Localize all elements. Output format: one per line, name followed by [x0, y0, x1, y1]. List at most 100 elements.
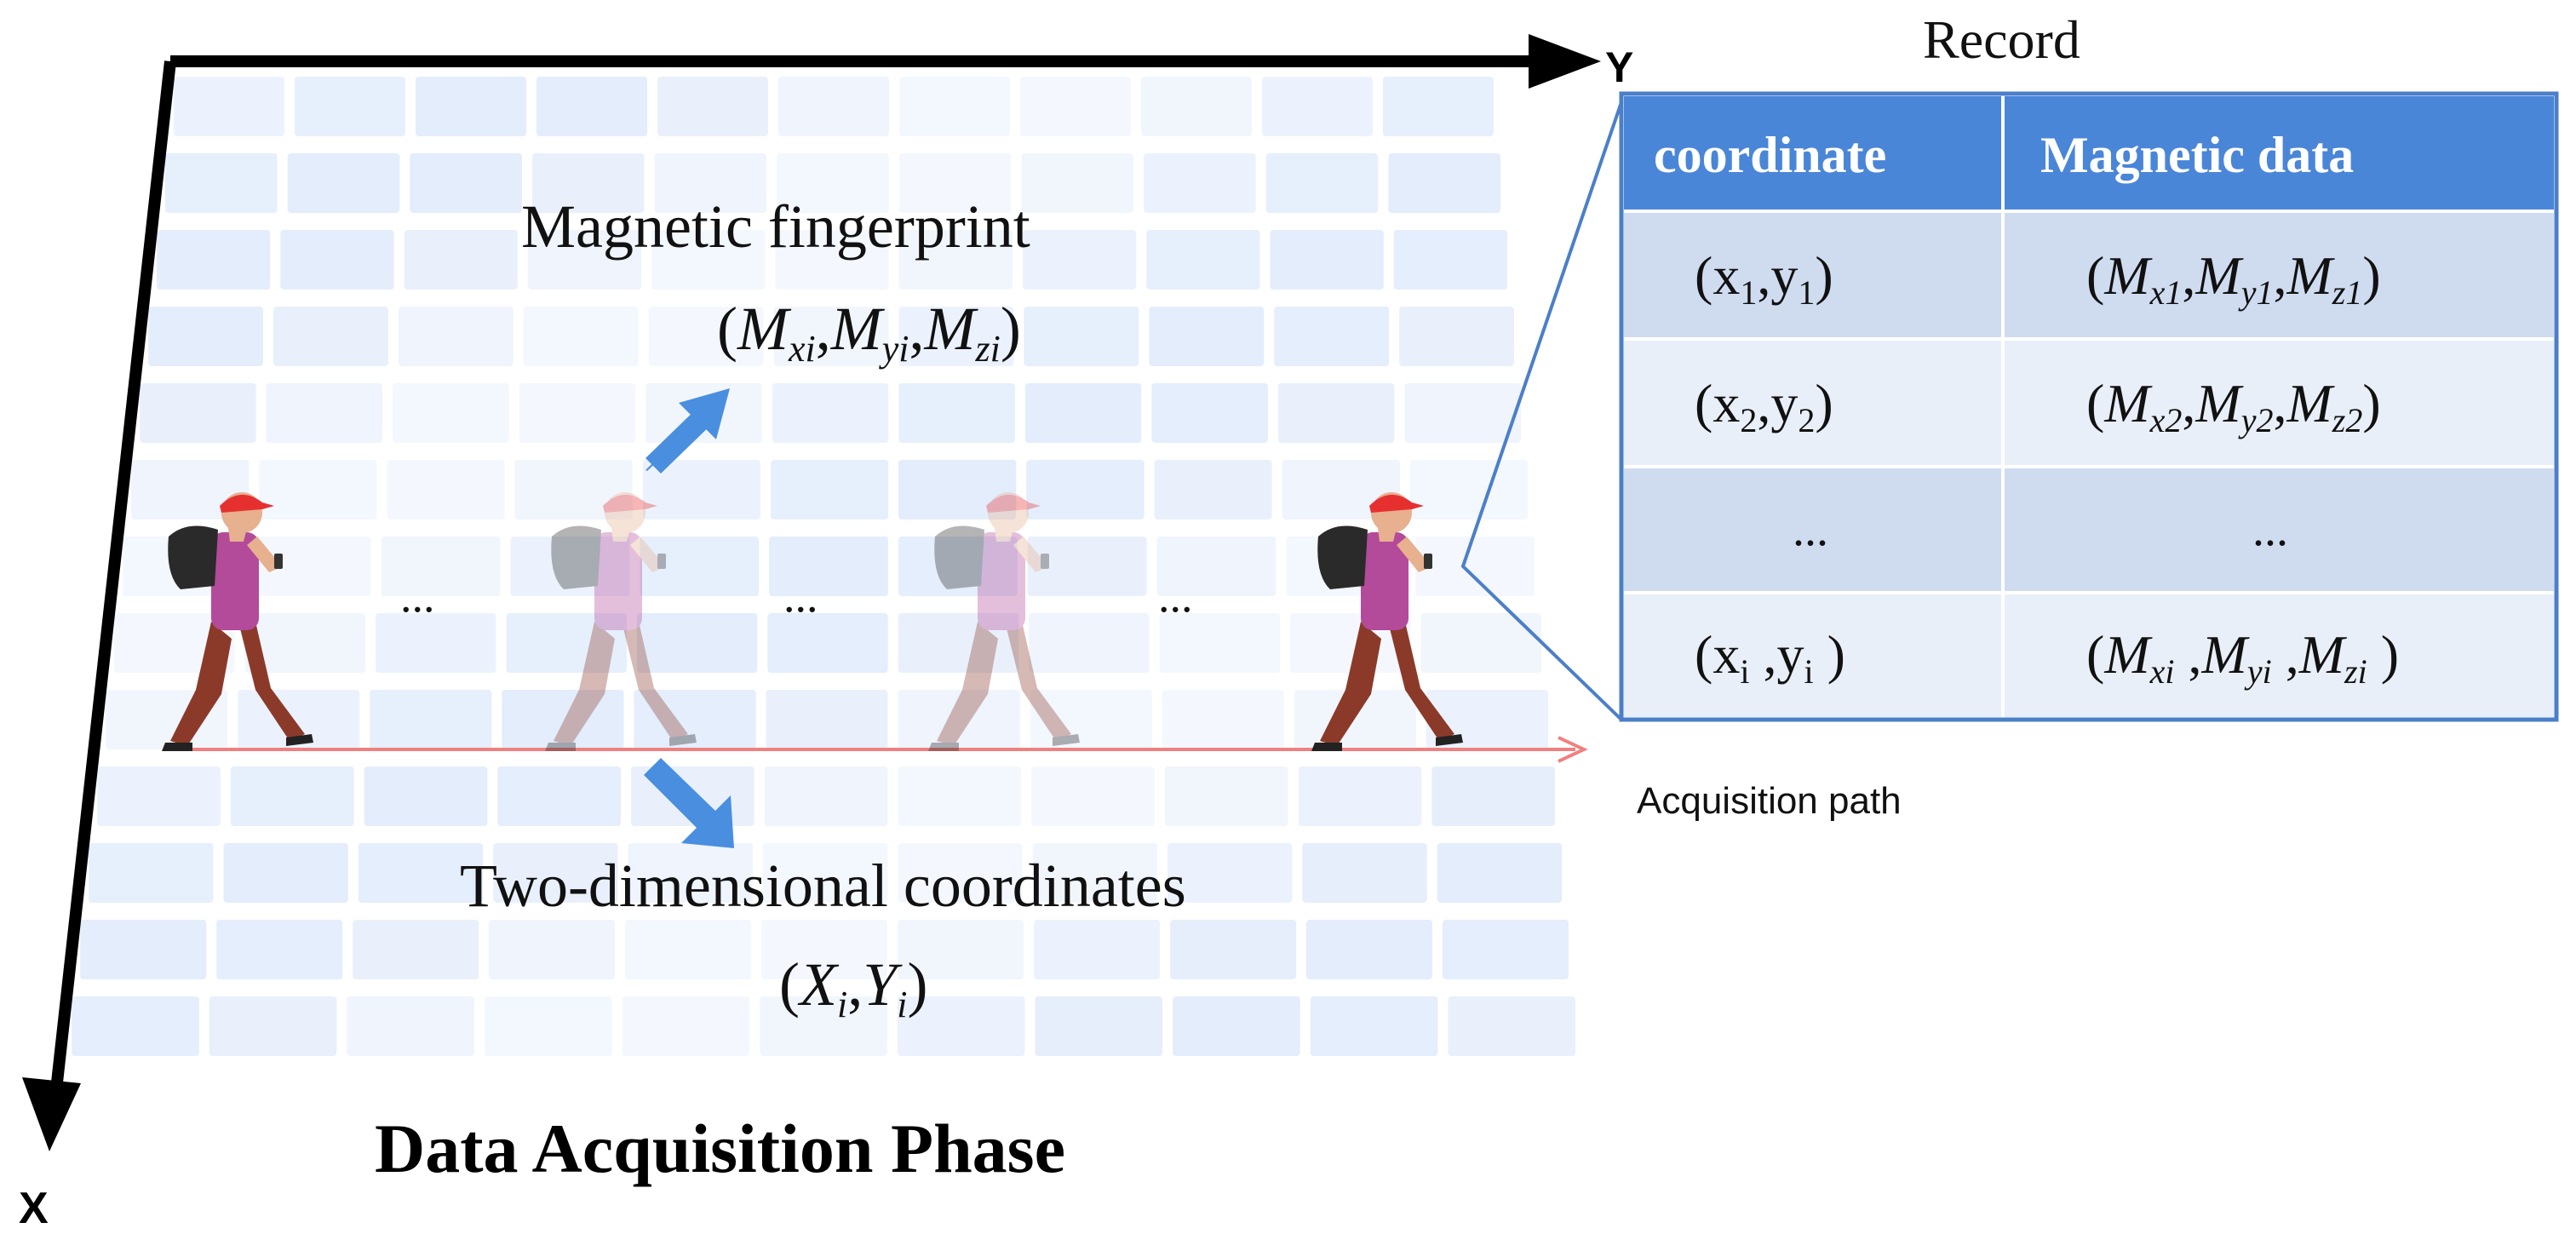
- floor-tile: [1026, 460, 1145, 519]
- floor-tile: [762, 843, 888, 903]
- floor-tile: [1162, 690, 1284, 749]
- floor-tile: [778, 77, 889, 136]
- floor-tile: [642, 460, 760, 519]
- floor-tile: [622, 996, 750, 1056]
- floor-tile: [1298, 766, 1422, 826]
- record-header-magnetic: Magnetic data: [2040, 127, 2354, 183]
- floor-tile: [497, 766, 621, 826]
- floor-tile: [514, 460, 633, 519]
- acquisition-path-label: Acquisition path: [1637, 780, 1902, 822]
- x-axis-arrowhead: [22, 1077, 81, 1151]
- floor-tile: [898, 690, 1020, 749]
- floor-grid: [72, 77, 1575, 1056]
- floor-tile: [244, 613, 365, 673]
- floor-tile: [209, 996, 337, 1056]
- floor-tile: [1399, 307, 1514, 366]
- floor-tile: [251, 537, 371, 596]
- floor-tile: [140, 383, 256, 443]
- floor-tile: [1265, 153, 1379, 213]
- floor-tile: [1156, 537, 1277, 596]
- floor-tile: [89, 843, 214, 903]
- floor-tile: [1306, 920, 1432, 979]
- floor-tile: [1437, 843, 1562, 903]
- floor-tile: [489, 920, 616, 979]
- floor-tile: [398, 307, 513, 366]
- floor-tile: [72, 996, 199, 1056]
- floor-tile: [1426, 690, 1548, 749]
- floor-tile: [410, 153, 522, 213]
- floor-tile: [404, 230, 518, 290]
- floor-tile: [381, 537, 501, 596]
- floor-tile: [131, 460, 250, 519]
- floor-tile: [295, 77, 405, 136]
- floor-tile: [1164, 766, 1288, 826]
- floor-tile: [273, 307, 388, 366]
- floor-tile: [527, 230, 642, 290]
- floor-tile: [1415, 537, 1535, 596]
- floor-tile: [519, 383, 636, 443]
- coordinates-formula: (Xi,Yi): [779, 950, 927, 1025]
- floor-tile: [1024, 383, 1142, 443]
- floor-tile: [898, 537, 1018, 596]
- floor-tile: [280, 230, 394, 290]
- floor-tile: [1146, 230, 1260, 290]
- floor-tile: [634, 690, 756, 749]
- floor-tile: [1024, 307, 1139, 366]
- floor-tile: [1032, 843, 1157, 903]
- floor-tile: [1409, 460, 1528, 519]
- coordinates-title: Two-dimensional coordinates: [460, 852, 1186, 920]
- walker-ellipsis: ...: [783, 571, 818, 622]
- x-axis-label: X: [19, 1184, 49, 1233]
- floor-tile: [165, 153, 278, 213]
- record-cell-coordinate: ...: [1793, 503, 1828, 556]
- walker-person: [545, 492, 697, 751]
- floor-tile: [1035, 996, 1163, 1056]
- floor-tile: [259, 460, 377, 519]
- walkers: [162, 492, 1463, 751]
- floor-tile: [1031, 766, 1155, 826]
- floor-tile: [97, 766, 221, 826]
- y-axis-label: Y: [1605, 43, 1633, 91]
- floor-tile: [485, 996, 612, 1056]
- x-axis-line: [50, 60, 176, 1091]
- floor-tile: [898, 460, 1017, 519]
- record-row: [1624, 593, 2554, 717]
- fingerprint-formula: (Mxi,Myi,Mzi): [717, 295, 1021, 370]
- floor-tile: [1159, 613, 1281, 673]
- floor-tile: [636, 613, 758, 673]
- floor-tile: [1431, 766, 1555, 826]
- floor-tile: [266, 383, 383, 443]
- floor-tile: [157, 230, 271, 290]
- floor-tile: [773, 307, 889, 366]
- floor-tile: [1310, 996, 1438, 1056]
- floor-tile: [898, 613, 1019, 673]
- floor-tile: [898, 307, 1014, 366]
- floor-tile: [216, 920, 343, 979]
- floor-tile: [174, 77, 284, 136]
- floor-tile: [393, 383, 509, 443]
- floor-tile: [898, 920, 1024, 979]
- floor-tile: [767, 613, 888, 673]
- floor-tile: [654, 153, 767, 213]
- floor-tile: [148, 307, 263, 366]
- record-row: [1624, 339, 2554, 467]
- record-cell-coordinate: (xi ,yi ): [1695, 624, 1845, 691]
- floor-tile: [628, 843, 753, 903]
- walker-person: [162, 492, 313, 751]
- floor-tile: [1404, 383, 1521, 443]
- floor-tile: [898, 230, 1013, 290]
- floor-tile: [899, 77, 1010, 136]
- record-cell-magnetic: (Mx2,My2,Mz2): [2086, 373, 2381, 439]
- floor-tile: [1383, 77, 1494, 136]
- floor-tile: [364, 766, 488, 826]
- floor-tile: [1020, 77, 1131, 136]
- floor-tile: [493, 843, 618, 903]
- record-cell-magnetic: (Mx1,My1,Mz1): [2086, 245, 2381, 312]
- record-table: coordinate Magnetic data (x1,y1) (Mx1,My…: [1619, 91, 2559, 722]
- floor-tile: [761, 920, 888, 979]
- floor-tile: [1144, 153, 1256, 213]
- record-header-row: [1624, 96, 2554, 211]
- record-title: Record: [1923, 9, 2080, 70]
- floor-tile: [1393, 230, 1507, 290]
- floor-tile: [230, 766, 354, 826]
